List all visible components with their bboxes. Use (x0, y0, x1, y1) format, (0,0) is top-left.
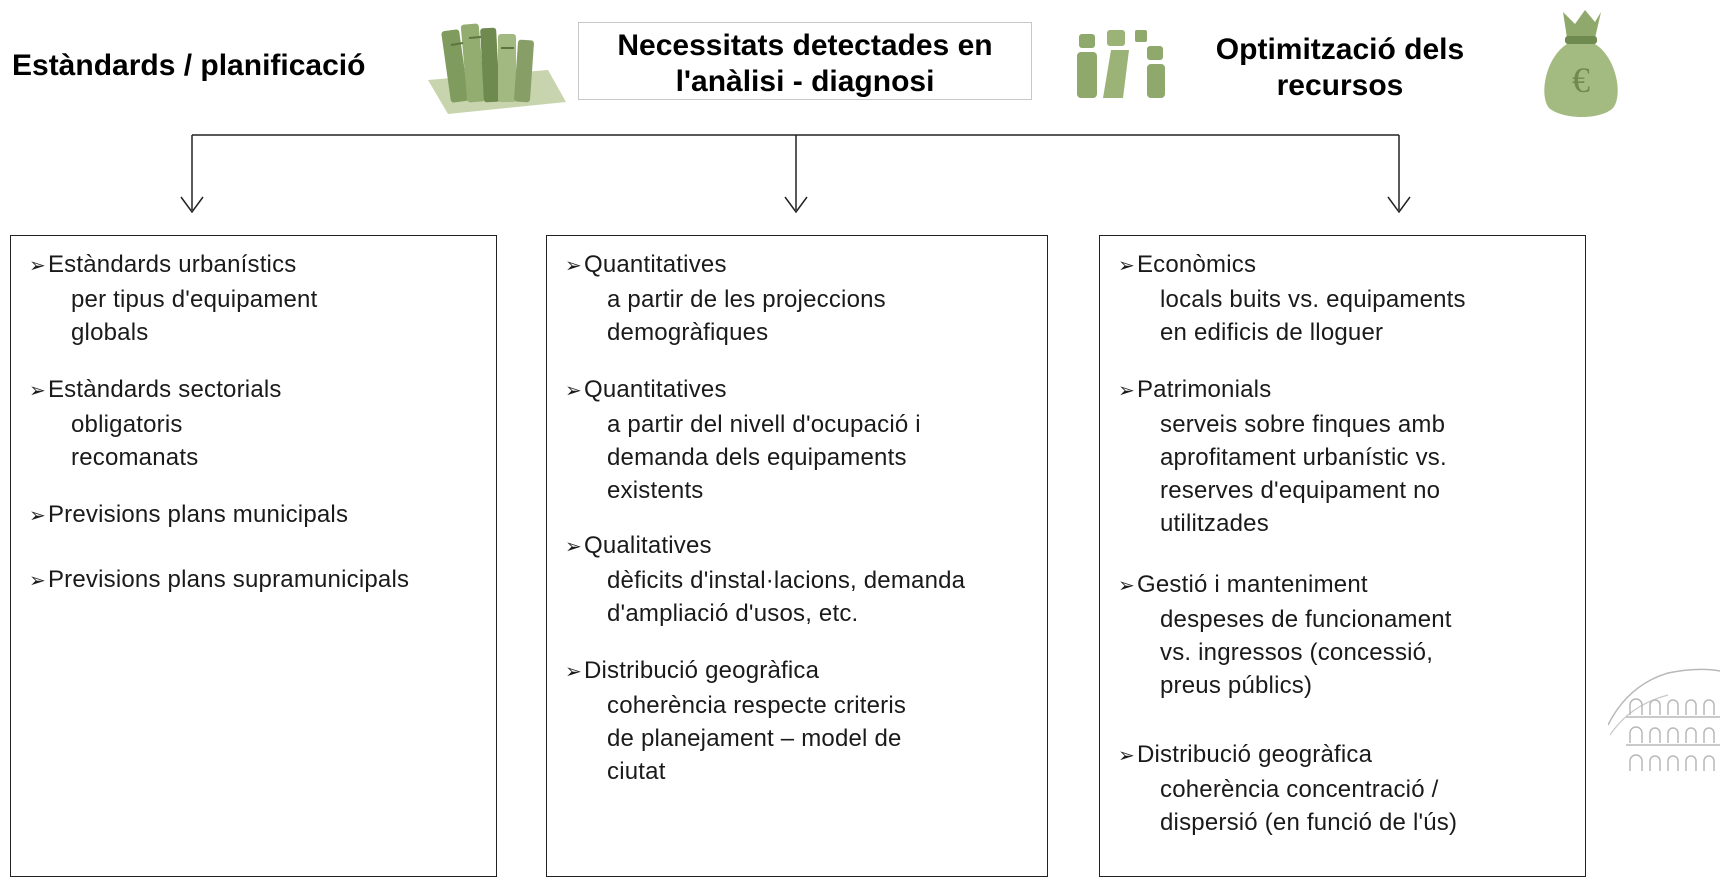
connector-lines (180, 134, 1411, 214)
center-header-title: Necessitats detectades en l'anàlisi - di… (580, 28, 1030, 100)
section-item: existents (607, 477, 704, 504)
arrow-right-head (1387, 196, 1411, 214)
section-item: serveis sobre finques amb (1160, 411, 1446, 438)
section-heading: Gestió i manteniment (1118, 568, 1577, 603)
section-heading: Estàndards urbanístics (29, 248, 488, 283)
section-item: d'ampliació d'usos, etc. (607, 600, 859, 627)
middle-section-1: Quantitatives a partir de les projeccion… (565, 248, 1039, 349)
left-section-1: Estàndards urbanístics per tipus d'equip… (29, 248, 488, 349)
section-heading: Distribució geogràfica (1118, 738, 1577, 773)
left-section-3: Previsions plans municipals (29, 498, 488, 533)
right-section-4: Distribució geogràfica coherència concen… (1118, 738, 1577, 839)
section-item: reserves d'equipament no (1160, 477, 1441, 504)
section-heading: Patrimonials (1118, 373, 1577, 408)
section-item: demanda dels equipaments (607, 444, 907, 471)
section-item: a partir del nivell d'ocupació i (607, 411, 921, 438)
arrow-left-head (180, 196, 204, 214)
right-title-line1: Optimització dels (1215, 33, 1465, 66)
section-item: globals (71, 319, 149, 346)
section-heading: Estàndards sectorials (29, 373, 488, 408)
section-item: per tipus d'equipament (71, 286, 318, 313)
right-section-2: Patrimonials serveis sobre finques amb a… (1118, 373, 1577, 540)
center-title-box (578, 22, 1032, 100)
section-item: a partir de les projeccions (607, 286, 886, 313)
middle-panel-needs: Quantitatives a partir de les projeccion… (546, 235, 1048, 877)
right-section-1: Econòmics locals buits vs. equipaments e… (1118, 248, 1577, 349)
right-panel-resources: Econòmics locals buits vs. equipaments e… (1099, 235, 1586, 877)
building-watermark-icon (1608, 668, 1720, 771)
section-heading: Distribució geogràfica (565, 654, 1039, 689)
section-item: despeses de funcionament (1160, 606, 1452, 633)
people-icon (1077, 30, 1165, 98)
section-item: obligatoris (71, 411, 183, 438)
section-item: de planejament – model de (607, 725, 902, 752)
section-item: demogràfiques (607, 319, 769, 346)
right-header-title: Optimització dels recursos (1180, 32, 1500, 104)
section-item: dispersió (en funció de l'ús) (1160, 809, 1458, 836)
euro-symbol: € (1572, 60, 1590, 100)
middle-section-3: Qualitatives dèficits d'instal·lacions, … (565, 529, 1039, 630)
middle-section-2: Quantitatives a partir del nivell d'ocup… (565, 373, 1039, 507)
section-item: preus públics) (1160, 672, 1313, 699)
money-bag-icon: € (1544, 10, 1618, 117)
middle-section-4: Distribució geogràfica coherència respec… (565, 654, 1039, 788)
section-item: locals buits vs. equipaments (1160, 286, 1466, 313)
section-item: coherència concentració / (1160, 776, 1439, 803)
section-item: aprofitament urbanístic vs. (1160, 444, 1447, 471)
section-item: ciutat (607, 758, 666, 785)
left-section-2: Estàndards sectorials obligatoris recoma… (29, 373, 488, 474)
section-item: dèficits d'instal·lacions, demanda (607, 567, 966, 594)
section-heading: Previsions plans supramunicipals (29, 563, 488, 598)
books-icon (428, 23, 566, 114)
section-item: vs. ingressos (concessió, (1160, 639, 1434, 666)
section-heading: Quantitatives (565, 373, 1039, 408)
section-item: coherència respecte criteris (607, 692, 907, 719)
right-title-line2: recursos (1276, 69, 1404, 102)
section-item: utilitzades (1160, 510, 1269, 537)
section-heading: Quantitatives (565, 248, 1039, 283)
section-heading: Econòmics (1118, 248, 1577, 283)
section-item: recomanats (71, 444, 199, 471)
center-title-line2: l'anàlisi - diagnosi (675, 65, 935, 98)
center-title-line1: Necessitats detectades en (617, 29, 993, 62)
section-item: en edificis de lloguer (1160, 319, 1384, 346)
left-section-4: Previsions plans supramunicipals (29, 563, 488, 598)
left-panel-standards: Estàndards urbanístics per tipus d'equip… (10, 235, 497, 877)
section-heading: Previsions plans municipals (29, 498, 488, 533)
left-header-title: Estàndards / planificació (12, 49, 366, 82)
arrow-middle-head (784, 196, 808, 214)
right-section-3: Gestió i manteniment despeses de funcion… (1118, 568, 1577, 702)
section-heading: Qualitatives (565, 529, 1039, 564)
